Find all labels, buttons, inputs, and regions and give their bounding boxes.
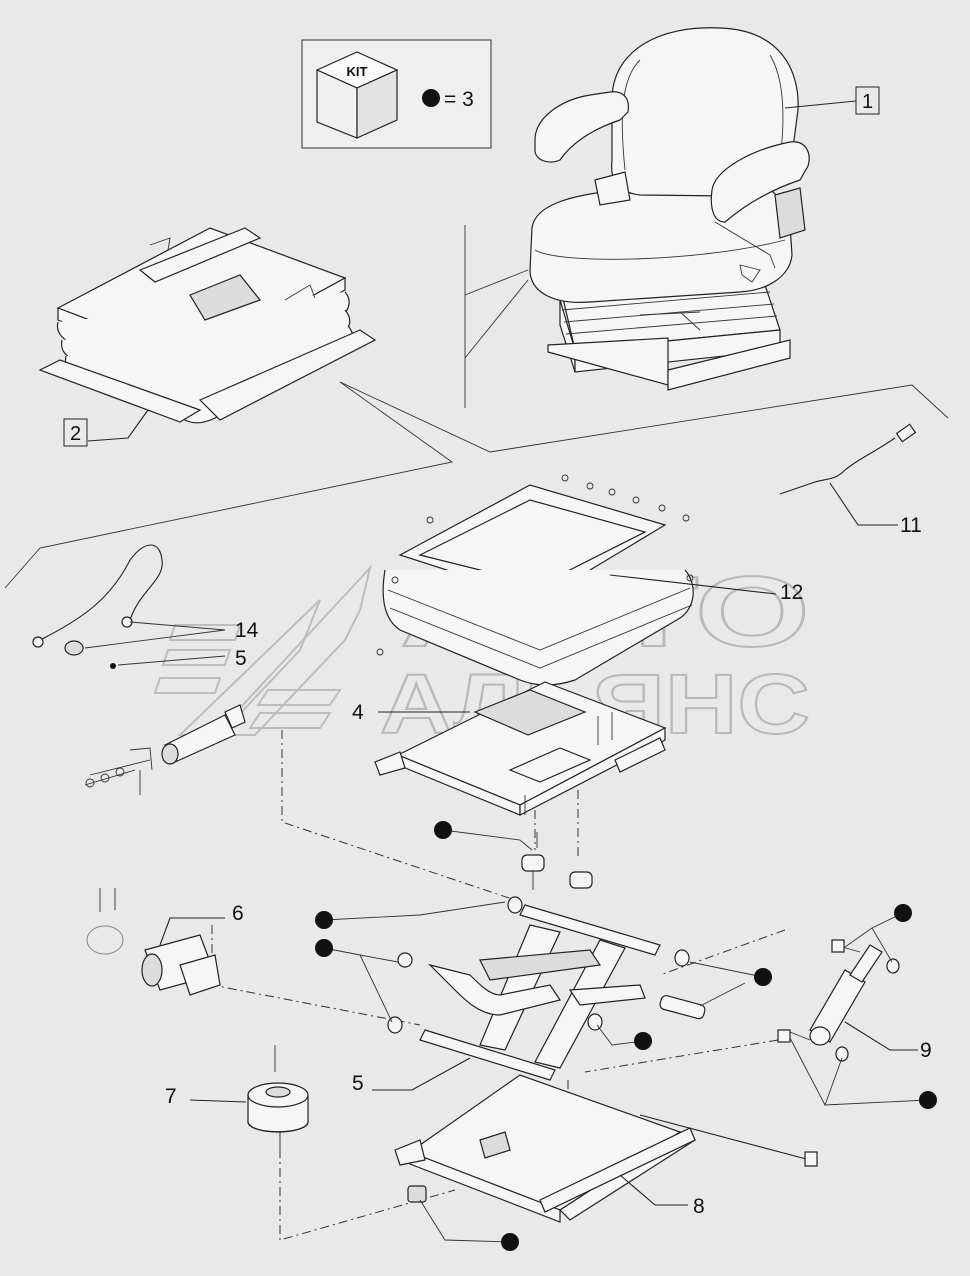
cable-part-11 bbox=[779, 423, 917, 495]
kit-label: KIT bbox=[347, 64, 368, 79]
scissor-mechanism bbox=[387, 896, 706, 1081]
callout-9: 9 bbox=[920, 1039, 932, 1062]
kit-dot bbox=[754, 968, 772, 986]
air-spring-part-7 bbox=[247, 1045, 309, 1150]
callout-7: 7 bbox=[165, 1085, 177, 1108]
section-separator-lines bbox=[4, 225, 949, 589]
kit-legend: KIT = 3 bbox=[301, 39, 492, 149]
bellows-part-12 bbox=[376, 474, 694, 686]
rubber-mounts bbox=[521, 832, 593, 890]
callout-8: 8 bbox=[693, 1195, 705, 1218]
seat-assembly-part-1 bbox=[529, 27, 810, 391]
kit-dot bbox=[315, 911, 333, 929]
callout-2: 2 bbox=[70, 423, 81, 445]
kit-dot-markers bbox=[315, 821, 937, 1251]
kit-box-icon: KIT bbox=[315, 51, 399, 139]
callout-4: 4 bbox=[352, 701, 364, 724]
kit-dot bbox=[315, 939, 333, 957]
suspension-assembly-part-2 bbox=[38, 227, 377, 424]
callout-11: 11 bbox=[900, 514, 922, 537]
motor-part-6 bbox=[86, 888, 221, 996]
kit-equals-text: = 3 bbox=[444, 88, 474, 111]
watermark-logo-icon bbox=[153, 564, 372, 736]
base-plate-part-8 bbox=[394, 1074, 818, 1223]
kit-dot bbox=[894, 904, 912, 922]
actuator-left bbox=[84, 704, 246, 795]
callout-1: 1 bbox=[862, 91, 873, 113]
callout-6: 6 bbox=[232, 902, 244, 925]
kit-dot bbox=[919, 1091, 937, 1109]
callout-5-lower: 5 bbox=[352, 1072, 364, 1095]
top-frame-part-4 bbox=[374, 681, 667, 816]
callout-5-upper: 5 bbox=[235, 647, 247, 670]
kit-dot bbox=[501, 1233, 519, 1251]
callout-box-2 bbox=[63, 418, 88, 447]
kit-dot bbox=[434, 821, 452, 839]
wire-harness-part-14 bbox=[32, 544, 163, 669]
callout-box-1 bbox=[855, 86, 880, 115]
kit-dot-symbol bbox=[422, 89, 440, 107]
kit-dot bbox=[634, 1032, 652, 1050]
shock-absorber-part-9 bbox=[777, 939, 900, 1062]
bellows-screws bbox=[376, 474, 694, 656]
callout-12: 12 bbox=[780, 581, 803, 604]
callout-14: 14 bbox=[235, 619, 259, 642]
